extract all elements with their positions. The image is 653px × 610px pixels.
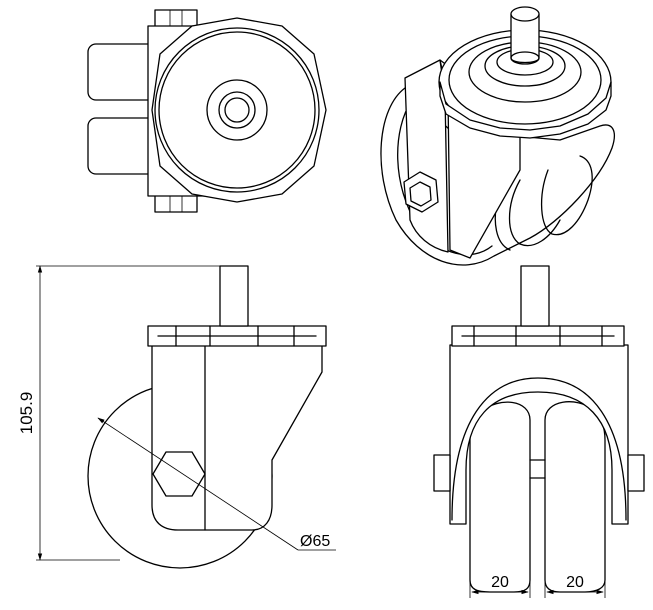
isometric-view: [380, 6, 615, 266]
wheel-width-left-label: 20: [491, 574, 509, 591]
front-view: [433, 265, 645, 598]
diameter-dimension-label: Ø65: [300, 533, 330, 550]
height-dimension-label: 105.9: [17, 392, 36, 435]
top-view: [87, 9, 327, 213]
side-view: [36, 265, 336, 569]
wheel-width-right-label: 20: [566, 574, 584, 591]
